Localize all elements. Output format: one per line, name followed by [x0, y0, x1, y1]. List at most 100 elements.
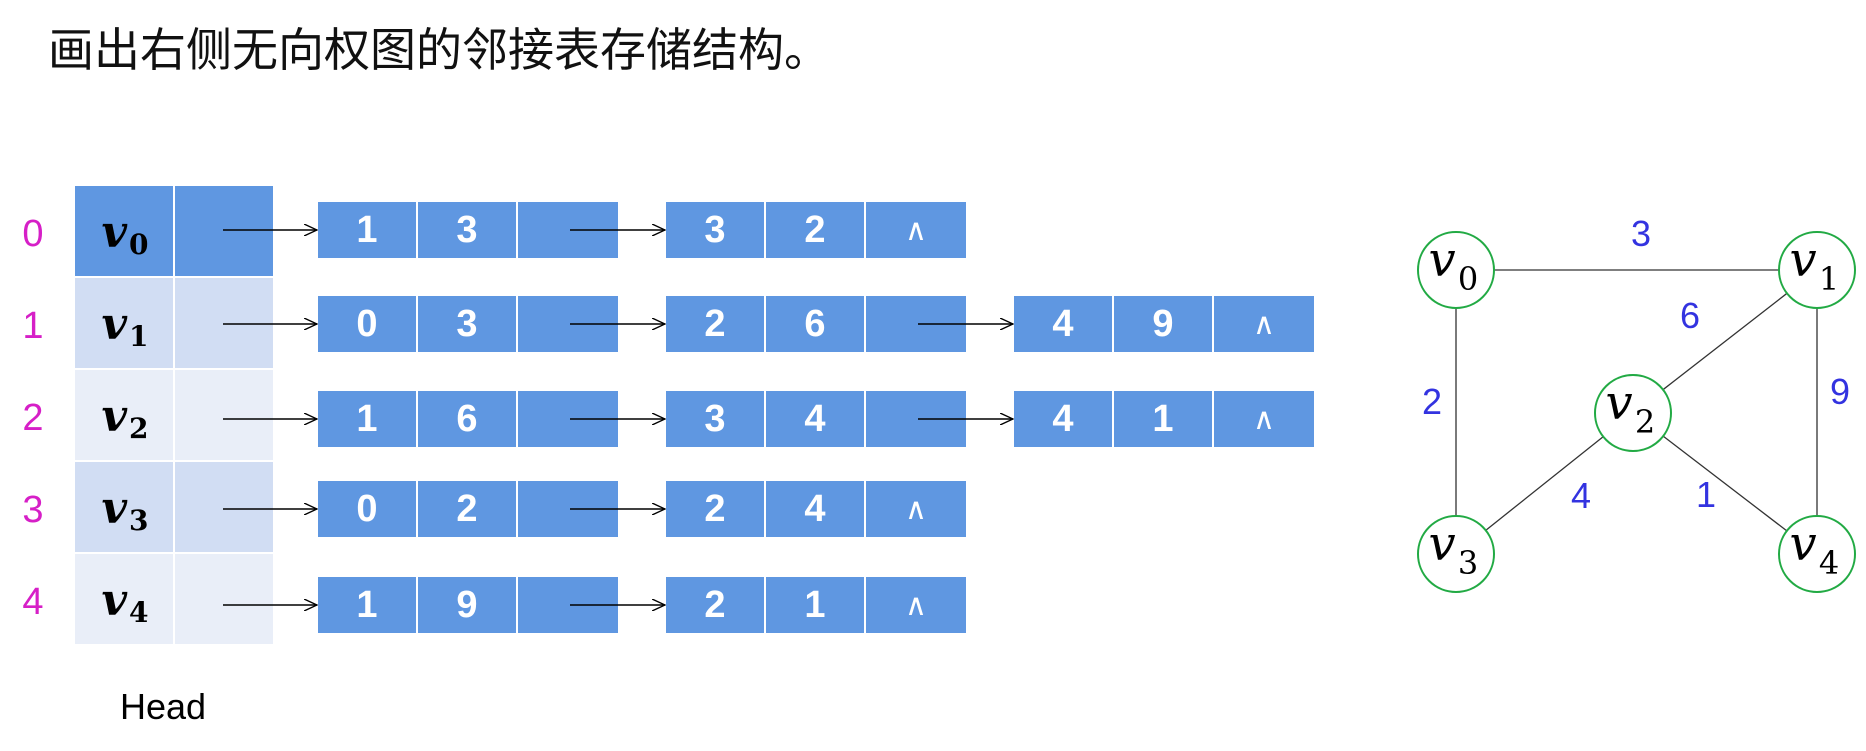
vertex-v3	[1417, 515, 1495, 593]
vertex-letter: v	[101, 390, 128, 442]
row-index: 3	[22, 489, 44, 531]
null-pointer-field: ∧	[866, 481, 966, 537]
null-pointer-field: ∧	[1214, 296, 1314, 352]
null-symbol: ∧	[1253, 307, 1275, 341]
weight-field: 4	[766, 481, 866, 537]
vertex-label: v	[1789, 232, 1816, 288]
head-label: Head	[120, 686, 207, 727]
vertex-letter: v	[101, 574, 128, 626]
edge-weight-label: 2	[1422, 381, 1442, 422]
adjvex-field: 1	[318, 391, 418, 447]
adjvex-field: 2	[666, 577, 766, 633]
edge-v2-v3	[1485, 436, 1604, 531]
head-pointer-cell	[175, 462, 275, 554]
null-pointer-field: ∧	[866, 202, 966, 258]
vertex-label: v	[1605, 375, 1632, 431]
edge-v1-v2	[1662, 292, 1788, 391]
weight-field: 2	[418, 481, 518, 537]
weight-field: 9	[418, 577, 518, 633]
weight-field: 1	[766, 577, 866, 633]
row-index: 0	[22, 213, 44, 255]
vertex-subscript: 3	[129, 503, 149, 537]
adjvex-field: 4	[1014, 391, 1114, 447]
row-index: 1	[22, 305, 44, 347]
null-symbol: ∧	[1253, 402, 1275, 436]
vertex-label: v	[1428, 516, 1455, 572]
vertex-subscript: 1	[129, 319, 149, 353]
vertex-label: v	[1789, 516, 1816, 572]
adjvex-field: 3	[666, 391, 766, 447]
vertex-subscript: 2	[129, 411, 149, 445]
vertex-v0	[1417, 231, 1495, 309]
vertex-subscript: 4	[1819, 544, 1839, 582]
vertex-letter: v	[101, 206, 128, 258]
weight-field: 1	[1114, 391, 1214, 447]
edge-weight-label: 6	[1680, 295, 1700, 336]
weight-field: 6	[418, 391, 518, 447]
edge-weight-label: 3	[1631, 213, 1651, 254]
weight-field: 2	[766, 202, 866, 258]
vertex-letter: v	[101, 298, 128, 350]
adjvex-field: 0	[318, 481, 418, 537]
head-pointer-cell	[175, 370, 275, 462]
adjvex-field: 3	[666, 202, 766, 258]
edge-v2-v4	[1662, 435, 1788, 532]
head-pointer-cell	[175, 186, 275, 278]
weight-field: 9	[1114, 296, 1214, 352]
pointer-arrows	[223, 230, 1013, 605]
vertex-v4	[1778, 515, 1856, 593]
vertex-subscript: 3	[1458, 544, 1478, 582]
vertex-subscript: 1	[1819, 260, 1839, 298]
adjvex-field: 2	[666, 296, 766, 352]
row-index: 2	[22, 397, 44, 439]
head-pointer-cell	[175, 554, 275, 646]
weight-field: 3	[418, 202, 518, 258]
vertex-subscript: 0	[129, 227, 149, 261]
vertex-subscript: 0	[1458, 260, 1478, 298]
weight-field: 4	[766, 391, 866, 447]
adjvex-field: 1	[318, 202, 418, 258]
adjvex-field: 0	[318, 296, 418, 352]
null-symbol: ∧	[905, 213, 927, 247]
vertex-label: v	[1428, 232, 1455, 288]
weight-field: 3	[418, 296, 518, 352]
null-pointer-field: ∧	[866, 577, 966, 633]
vertex-v2	[1594, 374, 1672, 452]
weight-field: 6	[766, 296, 866, 352]
null-pointer-field: ∧	[1214, 391, 1314, 447]
edge-weight-label: 1	[1696, 474, 1716, 515]
row-index: 4	[22, 581, 44, 623]
vertex-subscript: 2	[1635, 403, 1655, 441]
edge-weight-label: 9	[1830, 371, 1850, 412]
null-symbol: ∧	[905, 588, 927, 622]
page-title: 画出右侧无向权图的邻接表存储结构。	[48, 23, 830, 77]
vertex-letter: v	[101, 482, 128, 534]
adjvex-field: 1	[318, 577, 418, 633]
vertex-subscript: 4	[129, 595, 149, 629]
null-symbol: ∧	[905, 492, 927, 526]
vertex-v1	[1778, 231, 1856, 309]
adjvex-field: 4	[1014, 296, 1114, 352]
edge-weight-label: 4	[1571, 475, 1591, 516]
